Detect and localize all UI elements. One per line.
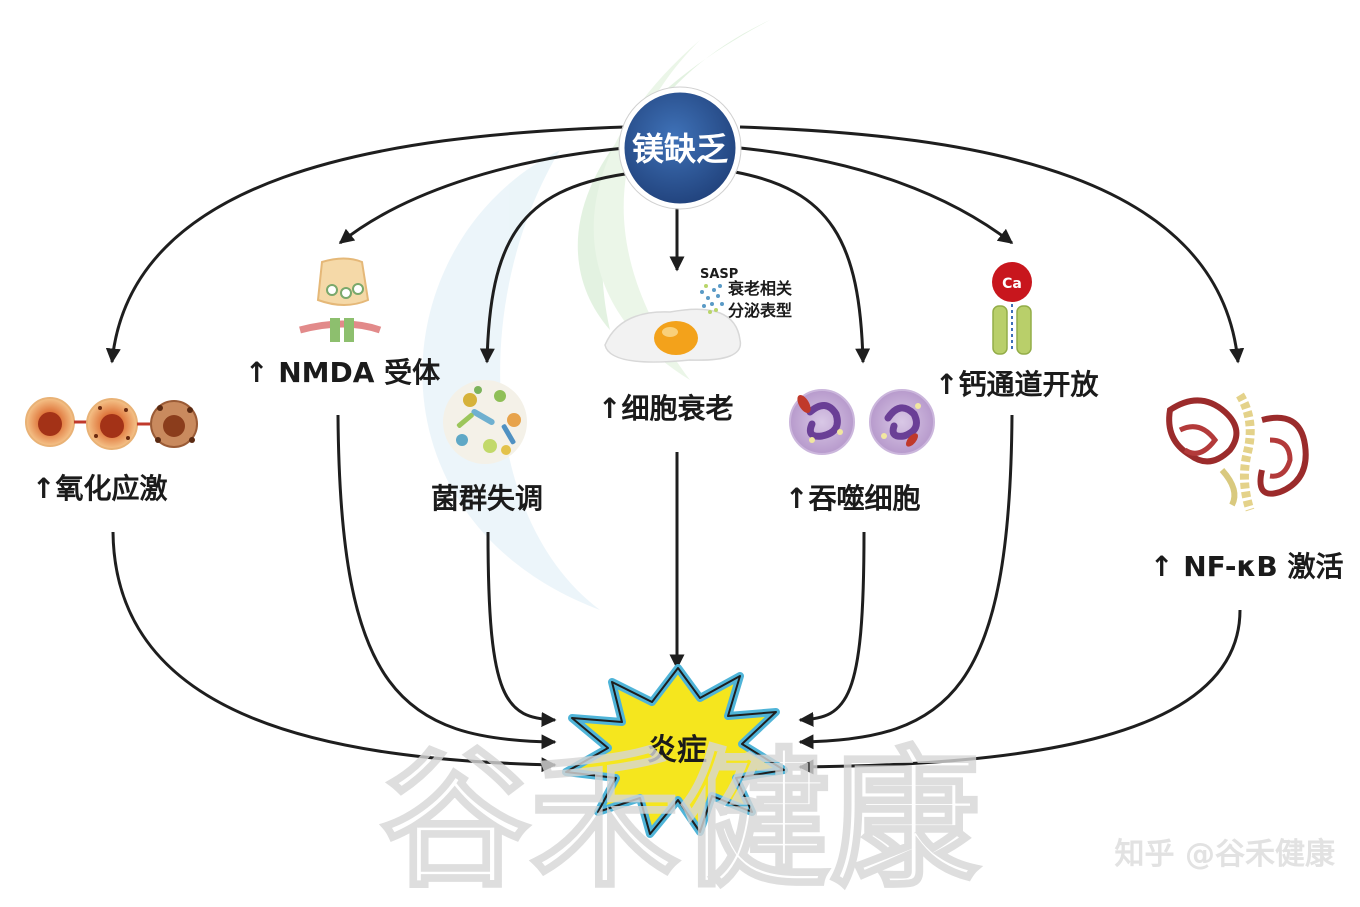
arrow-phagocytes-to-inflammation: [798, 531, 866, 727]
arrow-to-dysbiosis: [479, 172, 626, 364]
arrow-dysbiosis-to-inflammation: [486, 531, 557, 727]
inflammation-label: 炎症: [647, 733, 707, 768]
center-node: 镁缺乏: [618, 86, 742, 210]
center-label: 镁缺乏: [632, 130, 728, 168]
arrow-nfkb-to-inflammation: [798, 609, 1242, 775]
calcium-channel-icon: Ca: [992, 262, 1032, 355]
calcium-label: ↑钙通道开放: [935, 368, 1099, 401]
arrow-to-oxidative: [105, 125, 626, 364]
nmda-synapse-icon: [299, 257, 382, 342]
arrow-to-nmda: [338, 146, 626, 245]
senescence-label: ↑细胞衰老: [598, 392, 733, 425]
arrows-out: [105, 125, 1245, 364]
sasp-line1: 衰老相关: [727, 279, 792, 298]
microbes-icon: [443, 380, 527, 464]
arrow-calcium-to-inflammation: [798, 414, 1014, 750]
credit-watermark: 知乎 @谷禾健康: [1115, 837, 1336, 872]
nmda-label: ↑ NMDA 受体: [245, 356, 441, 389]
oxidative-stress-label: ↑氧化应激: [32, 472, 167, 505]
oxidative-cells-icon: [25, 397, 198, 450]
phagocytes-icon: [789, 389, 935, 455]
arrow-to-nfkb: [739, 125, 1245, 364]
senescent-cell-icon: [604, 284, 742, 363]
dysbiosis-label: 菌群失调: [431, 482, 543, 515]
phagocytes-label: ↑吞噬细胞: [785, 482, 920, 515]
nfkb-label: ↑ NF-κB 激活: [1150, 550, 1344, 583]
arrow-oxidative-to-inflammation: [111, 531, 557, 773]
arrow-nmda-to-inflammation: [336, 414, 557, 750]
arrow-to-calcium: [739, 146, 1014, 245]
calcium-ion-label: Ca: [1002, 276, 1022, 292]
arrows-in: [111, 414, 1242, 775]
nfkb-protein-icon: [1166, 392, 1309, 512]
sasp-line2: 分泌表型: [728, 301, 792, 320]
arrow-to-phagocytes: [734, 170, 871, 364]
inflammation-burst: 炎症: [562, 664, 788, 838]
brand-watermark: 谷禾健康: [380, 734, 980, 907]
sasp-tag: SASP: [700, 267, 738, 282]
